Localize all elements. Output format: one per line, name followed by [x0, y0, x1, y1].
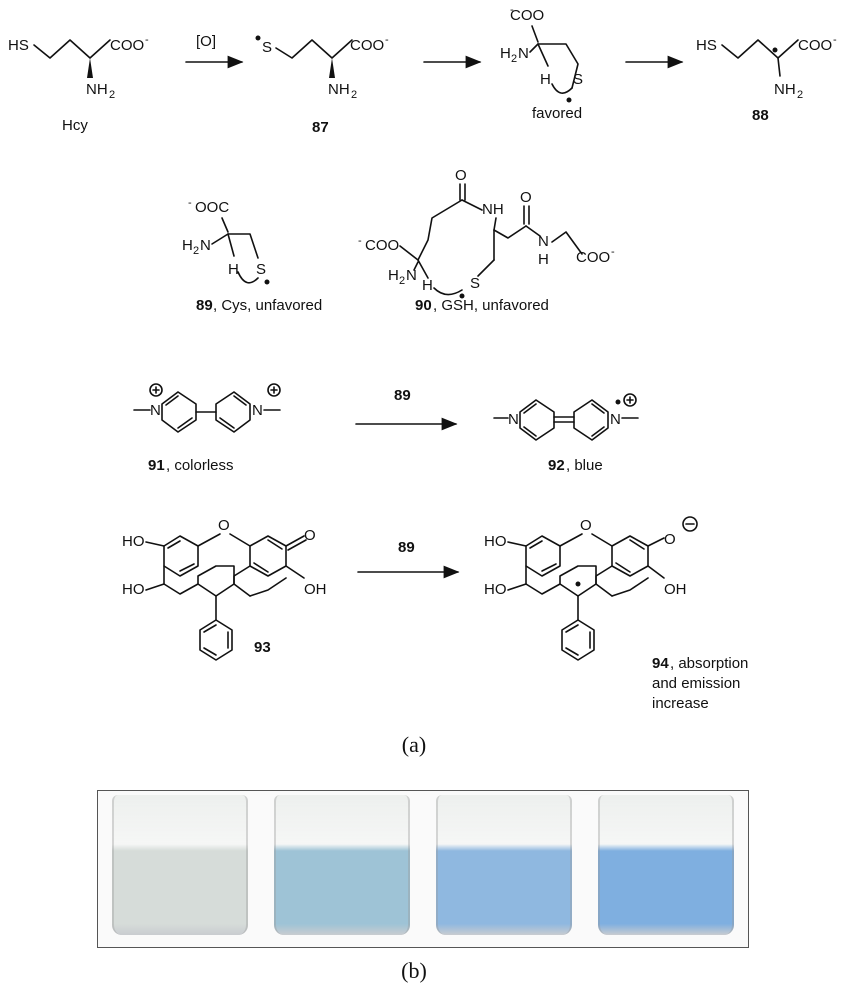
svg-text:OOC: OOC: [195, 199, 229, 216]
svg-text:, absorption: , absorption: [670, 655, 748, 672]
svg-text:2: 2: [797, 89, 803, 101]
svg-text:O: O: [455, 167, 467, 184]
svg-text:-: -: [385, 34, 389, 46]
svg-text:HO: HO: [122, 581, 145, 598]
svg-text:2: 2: [399, 275, 405, 287]
svg-text:COO: COO: [110, 37, 144, 54]
compound-91: N N 91 , colorless: [133, 383, 281, 474]
svg-text:N: N: [252, 402, 263, 419]
svg-text:N: N: [508, 411, 519, 428]
svg-text:O: O: [520, 189, 532, 206]
svg-text:-: -: [188, 197, 192, 209]
svg-text:NH: NH: [86, 81, 108, 98]
oxidant-label: [O]: [196, 33, 216, 50]
svg-text:93: 93: [254, 639, 271, 656]
svg-text:O: O: [218, 517, 230, 534]
compound-93: HO HO O O OH 93: [122, 517, 327, 661]
svg-text:O: O: [580, 517, 592, 534]
vial-1: [112, 795, 248, 935]
svg-text:90: 90: [415, 297, 432, 314]
favored-label: favored: [532, 105, 582, 122]
hcy-structure: HS COO - NH 2 Hcy: [8, 34, 149, 134]
svg-text:H: H: [228, 261, 239, 278]
svg-text:-: -: [611, 246, 615, 258]
svg-text:HS: HS: [696, 37, 717, 54]
svg-text:91: 91: [148, 457, 165, 474]
svg-text:-: -: [833, 34, 837, 46]
svg-text:, blue: , blue: [566, 457, 603, 474]
vial-3: [436, 795, 572, 935]
svg-text:H: H: [182, 237, 193, 254]
svg-text:S: S: [256, 261, 266, 278]
svg-text:increase: increase: [652, 695, 709, 712]
compound-94: HO HO O O OH 94 , absorption and emissio…: [484, 516, 748, 712]
compound-88: HS COO - NH 2 88: [696, 34, 837, 124]
hcy-label: Hcy: [62, 117, 88, 134]
svg-text:and emission: and emission: [652, 675, 740, 692]
svg-text:OH: OH: [664, 581, 687, 598]
compound-87: S COO - NH 2 87: [255, 34, 389, 136]
vial-4: [598, 795, 734, 935]
svg-text:HS: HS: [8, 37, 29, 54]
svg-text:2: 2: [351, 89, 357, 101]
panel-label-a: (a): [401, 732, 427, 757]
svg-text:HO: HO: [484, 581, 507, 598]
svg-text:NH: NH: [482, 201, 504, 218]
svg-text:, colorless: , colorless: [166, 457, 234, 474]
svg-text:H: H: [422, 277, 433, 294]
svg-text:, Cys, unfavored: , Cys, unfavored: [213, 297, 322, 314]
svg-text:2: 2: [109, 89, 115, 101]
svg-text:O: O: [664, 531, 676, 548]
label-87: 87: [312, 119, 329, 136]
reduction-arrow-2: 89: [357, 539, 460, 579]
reagent-89-label: 89: [394, 387, 411, 404]
svg-text:N: N: [200, 237, 211, 254]
favored-transition-state: COO - H 2 N H S favored: [500, 4, 583, 122]
svg-text:2: 2: [193, 245, 199, 257]
label-88: 88: [752, 107, 769, 124]
svg-text:94: 94: [652, 655, 669, 672]
svg-text:H: H: [388, 267, 399, 284]
svg-text:2: 2: [511, 53, 517, 65]
svg-text:NH: NH: [328, 81, 350, 98]
svg-text:89: 89: [196, 297, 213, 314]
svg-text:92: 92: [548, 457, 565, 474]
svg-text:S: S: [470, 275, 480, 292]
svg-text:N: N: [150, 402, 161, 419]
svg-text:COO: COO: [365, 237, 399, 254]
svg-text:N: N: [610, 411, 621, 428]
svg-text:HO: HO: [484, 533, 507, 550]
svg-text:N: N: [538, 233, 549, 250]
svg-text:, GSH, unfavored: , GSH, unfavored: [433, 297, 549, 314]
vials-photo: [97, 790, 749, 948]
reagent-89-label-2: 89: [398, 539, 415, 556]
svg-text:S: S: [573, 71, 583, 88]
svg-text:H: H: [540, 71, 551, 88]
svg-text:COO: COO: [798, 37, 832, 54]
reduction-arrow-1: 89: [355, 387, 458, 431]
svg-text:OH: OH: [304, 581, 327, 598]
vial-2: [274, 795, 410, 935]
svg-text:COO: COO: [576, 249, 610, 266]
svg-text:NH: NH: [774, 81, 796, 98]
svg-text:N: N: [406, 267, 417, 284]
svg-text:-: -: [510, 4, 514, 16]
oxidation-arrow: [O]: [185, 33, 244, 69]
svg-text:COO: COO: [510, 7, 544, 24]
svg-text:N: N: [518, 45, 529, 62]
svg-text:-: -: [145, 34, 149, 46]
svg-text:HO: HO: [122, 533, 145, 550]
svg-text:H: H: [500, 45, 511, 62]
compound-89: OOC - H 2 N H S 89 , Cys, unfavored: [182, 197, 322, 314]
svg-text:H: H: [538, 251, 549, 268]
panel-label-b: (b): [401, 958, 427, 983]
svg-text:O: O: [304, 527, 316, 544]
svg-text:S: S: [262, 39, 272, 56]
svg-text:-: -: [358, 235, 362, 247]
compound-92: N N 92 , blue: [493, 393, 639, 474]
reaction-scheme: HS COO - NH 2 Hcy [O] S COO - NH 2 87 CO…: [8, 4, 837, 712]
svg-text:COO: COO: [350, 37, 384, 54]
compound-90: O NH O N H COO - S COO - H H 2 N 90 , GS…: [358, 167, 615, 314]
